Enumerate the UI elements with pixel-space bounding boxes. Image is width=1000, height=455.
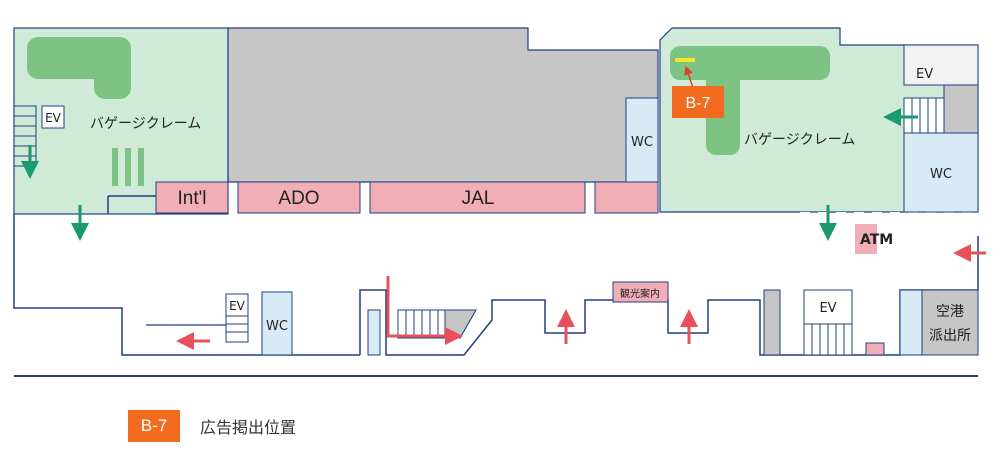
legend: B-7 広告掲出位置 [128, 410, 296, 442]
elevator-left[interactable] [41, 105, 65, 129]
atm-label: ATM [860, 232, 893, 248]
wc-right-label: WC [930, 167, 952, 182]
counter-jal[interactable] [369, 181, 586, 214]
building-walls [13, 195, 979, 356]
ev-bottom-right-label: EV [819, 301, 836, 316]
stairs-bottom-right [803, 323, 853, 356]
baggage-claim-right-label: バゲージクレーム [744, 132, 855, 148]
wc-right[interactable] [903, 132, 979, 213]
stairs-center [367, 309, 477, 356]
left-baggage-belt [27, 37, 131, 99]
wc-top-label: WC [631, 135, 653, 150]
legend-badge: B-7 [128, 410, 180, 442]
ev-bottom-left-label: EV [229, 299, 246, 313]
elevator-bottom-right[interactable] [803, 289, 853, 325]
counter-extra [594, 181, 659, 214]
wc-top[interactable] [625, 97, 659, 183]
baggage-claim-left-label: バゲージクレーム [90, 116, 201, 132]
tourist-info-label: 観光案内 [620, 287, 660, 300]
belt-slot [138, 148, 144, 186]
ev-top-right-label: EV [916, 67, 933, 82]
ev-left-label: EV [45, 111, 62, 125]
tourist-info-desk[interactable] [612, 281, 669, 303]
pillar [763, 289, 781, 356]
restricted-area [227, 27, 659, 183]
wc-bottom[interactable] [261, 291, 293, 356]
small-kiosk [865, 342, 885, 356]
counter-ado[interactable] [237, 181, 361, 214]
belt-slot [125, 148, 131, 186]
wc-bottom-label: WC [266, 319, 288, 334]
belt-slot [112, 148, 118, 186]
elevator-top-right[interactable] [903, 44, 979, 86]
ad-marker-b7-label: B-7 [686, 95, 711, 112]
counter-intl-label: Int'l [178, 188, 207, 209]
ad-marker-b7[interactable] [672, 86, 724, 118]
atm-kiosk[interactable] [855, 224, 877, 254]
legend-text: 広告掲出位置 [200, 418, 297, 437]
police-box-label-line1: 空港 [936, 304, 964, 320]
counter-jal-label: JAL [462, 188, 495, 209]
stairs-bottom-left [225, 315, 249, 343]
police-box-label-line2: 派出所 [929, 328, 971, 344]
route-arrow-red [386, 276, 463, 345]
ad-pointer-arrow [684, 65, 694, 89]
police-box-inner [921, 289, 979, 356]
ad-position-highlight [675, 58, 695, 62]
counter-ado-label: ADO [278, 188, 319, 209]
counter-intl[interactable] [155, 181, 229, 214]
